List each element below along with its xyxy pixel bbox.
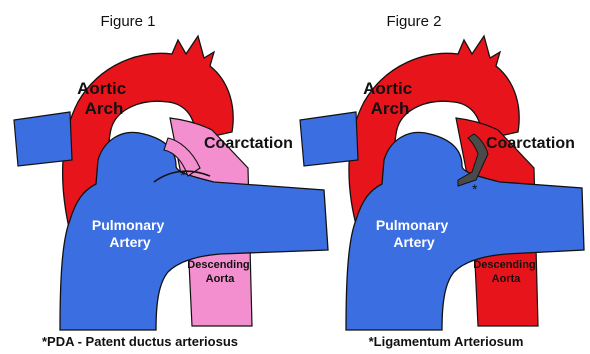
- aortic-arch-label: Aortic Arch: [77, 79, 131, 118]
- figure-1-title: Figure 1: [100, 13, 155, 30]
- left-vessel-stub: [300, 112, 358, 166]
- aortic-arch-label: Aortic Arch: [363, 79, 417, 118]
- pda-asterisk: *: [180, 167, 186, 183]
- left-vessel-stub: [14, 112, 72, 166]
- coarctation-label: Coarctation: [204, 135, 293, 152]
- figure-2: Figure 2 * Aortic Arch Coarctation Pulmo…: [300, 13, 584, 349]
- ligamentum-asterisk: *: [472, 181, 478, 197]
- figure-2-caption: *Ligamentum Arteriosum: [369, 334, 524, 349]
- figure-1-caption: *PDA - Patent ductus arteriosus: [42, 334, 238, 349]
- coarctation-label: Coarctation: [486, 135, 575, 152]
- figure-2-title: Figure 2: [386, 13, 441, 30]
- figure-1: Figure 1 * Aortic Arch Coarctation Pulmo…: [14, 13, 328, 349]
